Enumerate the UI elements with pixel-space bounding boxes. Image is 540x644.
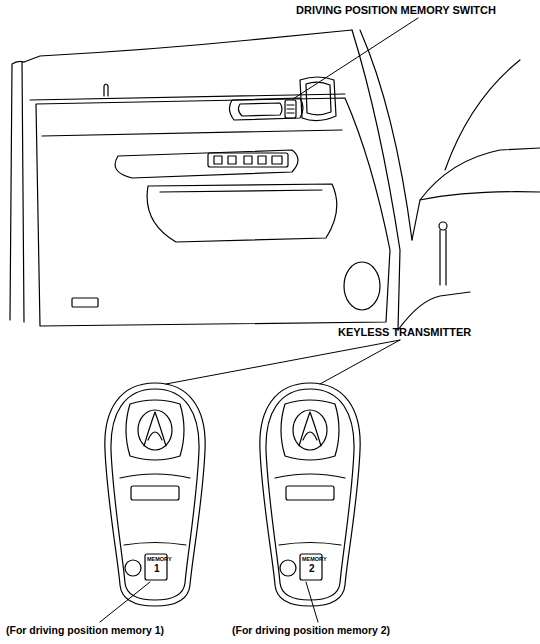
leader-lines [100,18,418,622]
note-label: (For driving position memory 1) [6,625,164,637]
note-label: (For driving position memory 2) [232,625,390,637]
keyless-transmitter [105,383,205,606]
button-number: 1 [154,563,160,574]
part-label: KEYLESS TRANSMITTER [338,326,471,338]
door-illustration [10,30,540,330]
button-label: MEMORY [302,556,327,562]
button-number: 2 [309,563,315,574]
button-label: MEMORY [147,556,172,562]
part-label: DRIVING POSITION MEMORY SWITCH [296,4,496,16]
